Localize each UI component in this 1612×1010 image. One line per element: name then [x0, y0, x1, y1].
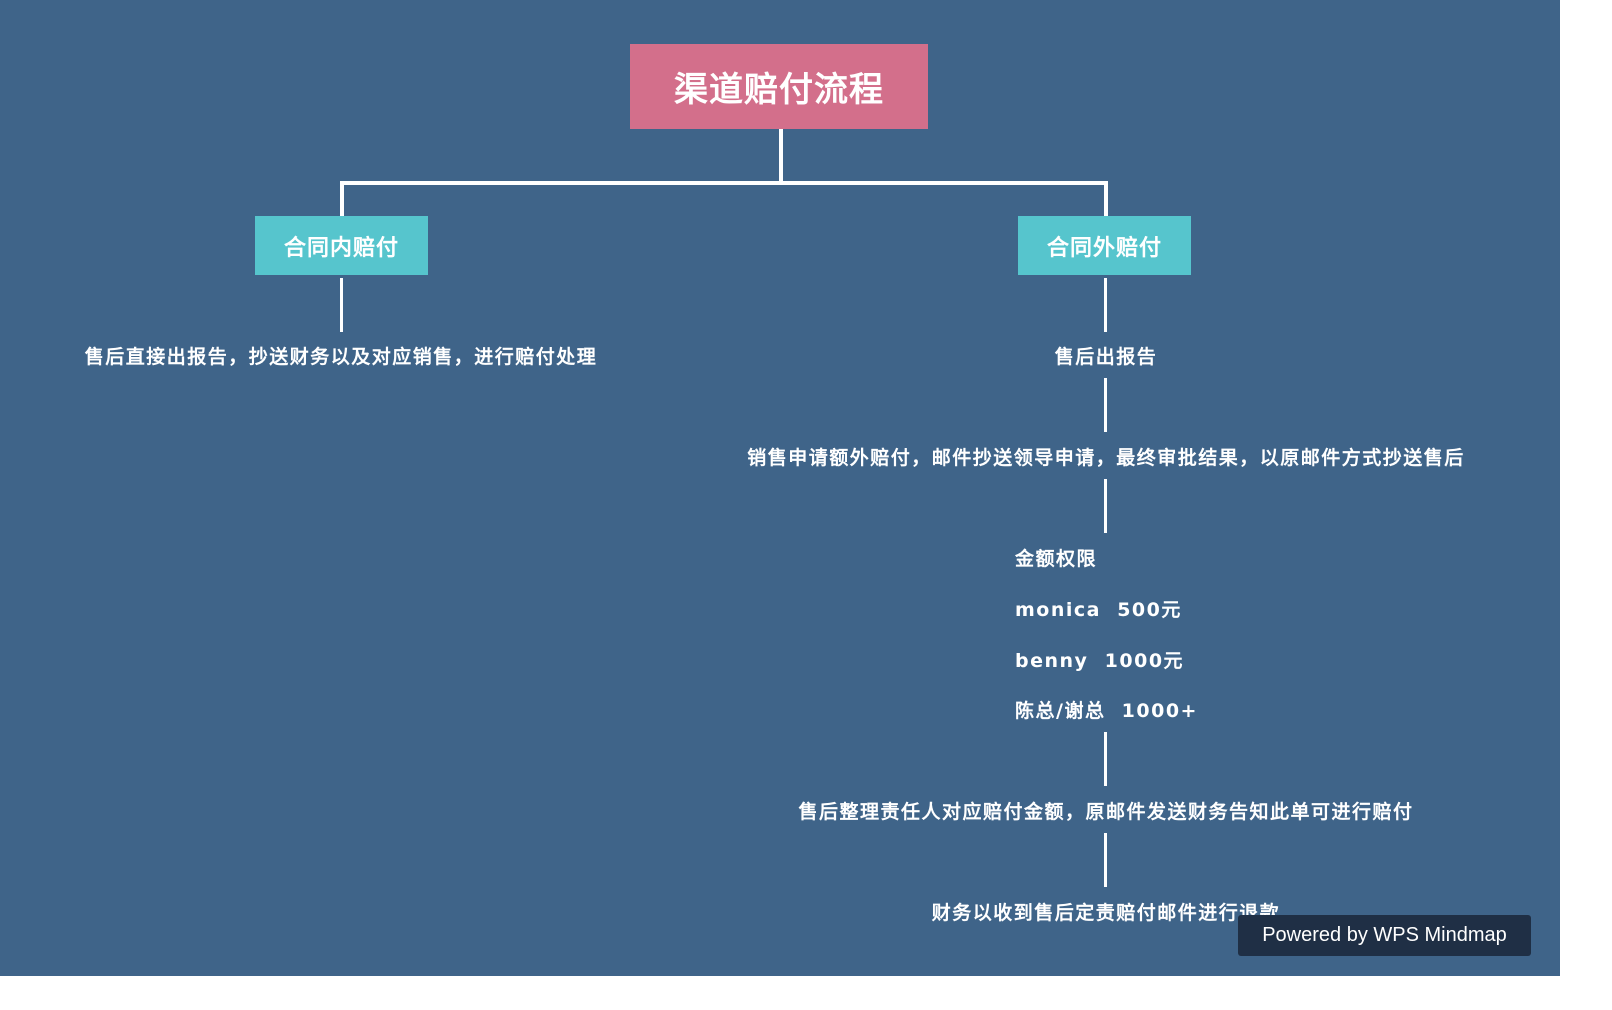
connector-left-down — [340, 181, 344, 217]
step-node[interactable]: 售后直接出报告，抄送财务以及对应销售，进行赔付处理 — [84, 346, 598, 368]
connector-left-step — [340, 278, 343, 332]
amount-authority-line: 陈总/谢总 1000+ — [1015, 700, 1198, 722]
step-node[interactable]: 销售申请额外赔付，邮件抄送领导申请，最终审批结果，以原邮件方式抄送售后 — [747, 447, 1465, 469]
step-node[interactable]: 售后出报告 — [1054, 346, 1158, 368]
amount-authority-line: monica 500元 — [1015, 599, 1182, 621]
mindmap-canvas: 渠道赔付流程 合同内赔付 合同外赔付 售后直接出报告，抄送财务以及对应销售，进行… — [0, 0, 1560, 976]
step-node[interactable]: 财务以收到售后定责赔付邮件进行退款 — [931, 902, 1281, 924]
root-node[interactable]: 渠道赔付流程 — [630, 44, 928, 129]
connector-right-step-2 — [1104, 378, 1107, 432]
connector-right-down — [1104, 181, 1108, 217]
step-node[interactable]: 售后整理责任人对应赔付金额，原邮件发送财务告知此单可进行赔付 — [798, 801, 1414, 823]
connector-right-step-3 — [1104, 479, 1107, 533]
connector-right-step-4 — [1104, 732, 1107, 786]
wps-watermark: Powered by WPS Mindmap — [1238, 915, 1531, 956]
amount-authority-title: 金额权限 — [1015, 548, 1098, 570]
connector-horizontal — [340, 181, 1108, 185]
branch-node-out-of-contract[interactable]: 合同外赔付 — [1018, 216, 1191, 275]
connector-right-step-1 — [1104, 278, 1107, 332]
branch-node-in-contract[interactable]: 合同内赔付 — [255, 216, 428, 275]
amount-authority-line: benny 1000元 — [1015, 650, 1185, 672]
connector-root-down — [779, 129, 783, 183]
connector-right-step-5 — [1104, 833, 1107, 887]
